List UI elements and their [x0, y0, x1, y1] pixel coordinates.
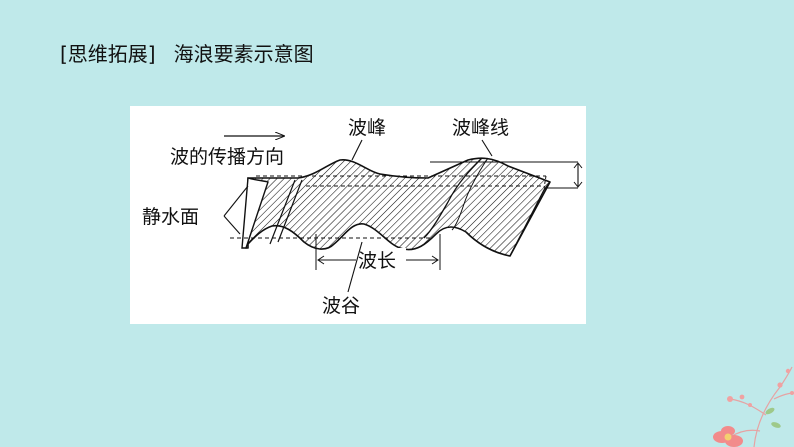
crest-line: [423, 157, 483, 239]
bracket-title: [思维拓展]: [60, 42, 156, 66]
still-water-label: 静水面: [142, 206, 199, 228]
direction-label: 波的传播方向: [170, 146, 284, 168]
diagram-title: 海浪要素示意图: [173, 42, 314, 66]
page-heading: [思维拓展] 海浪要素示意图: [60, 38, 314, 67]
crest-line-label: 波峰线: [452, 117, 509, 139]
still-water-brace: [223, 185, 249, 235]
wavelength-label: 波长: [358, 250, 396, 272]
diagram-panel: 波的传播方向 波峰 波峰线 波高 静水面 波长 波谷: [130, 106, 624, 324]
flower-branch-icon: [713, 366, 794, 447]
wave-left-face: [241, 177, 269, 249]
trough-label: 波谷: [322, 295, 360, 317]
wave-diagram: 波的传播方向 波峰 波峰线 波高 静水面 波长 波谷: [142, 117, 624, 317]
wave-surface: [245, 157, 551, 257]
crest-label: 波峰: [348, 117, 386, 139]
